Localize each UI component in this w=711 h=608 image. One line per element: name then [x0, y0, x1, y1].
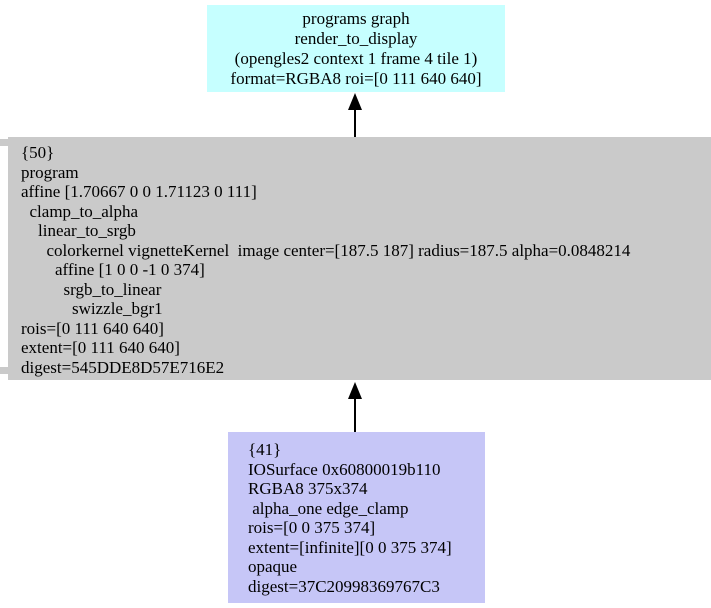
node-text-line: program [21, 162, 79, 182]
node-text-line: digest=545DDE8D57E716E2 [21, 357, 225, 377]
node-text-line: {50} [21, 143, 55, 162]
node-text-line: programs graph [302, 9, 410, 28]
node-text-line: format=RGBA8 roi=[0 111 640 640] [230, 69, 482, 88]
node-text-line: digest=37C20998369767C3 [248, 576, 440, 596]
node-text-line: colorkernel vignetteKernel image center=… [21, 240, 631, 260]
node-text-line: extent=[infinite][0 0 375 374] [248, 537, 452, 557]
node-text-line: alpha_one edge_clamp [248, 498, 409, 518]
edge-line [354, 107, 356, 137]
edge-surface-to-program [348, 382, 362, 432]
node-text-line: affine [1.70667 0 0 1.71123 0 111] [21, 182, 257, 201]
node-render-to-display: programs graph render_to_display (opengl… [207, 5, 505, 92]
arrowhead-up-icon [348, 93, 362, 110]
node-text-line: extent=[0 111 640 640] [21, 338, 180, 357]
node-text-line: clamp_to_alpha [21, 201, 139, 221]
node-text-line: srgb_to_linear [21, 279, 162, 299]
node-text-line: IOSurface 0x60800019b110 [248, 459, 441, 479]
middle-node-left-notch-bottom [0, 367, 9, 374]
edge-line [354, 396, 356, 432]
edge-program-to-display [348, 93, 362, 137]
node-text-line: opaque [248, 557, 298, 576]
node-text-line: affine [1 0 0 -1 0 374] [21, 260, 205, 279]
arrowhead-up-icon [348, 382, 362, 399]
node-text-line: RGBA8 375x374 [248, 479, 368, 498]
node-program-50: {50} program affine [1.70667 0 0 1.71123… [8, 137, 711, 380]
node-text-line: (opengles2 context 1 frame 4 tile 1) [234, 49, 478, 68]
node-iosurface-41: {41} IOSurface 0x60800019b110 RGBA8 375x… [228, 432, 485, 603]
middle-node-left-notch-top [0, 139, 9, 146]
node-text-line: {41} [248, 440, 282, 459]
node-text-line: render_to_display [294, 29, 418, 48]
node-text-line: linear_to_srgb [21, 221, 136, 240]
node-text-line: rois=[0 0 375 374] [248, 518, 376, 537]
node-text-line: rois=[0 111 640 640] [21, 318, 164, 338]
node-text-line: swizzle_bgr1 [21, 299, 163, 318]
